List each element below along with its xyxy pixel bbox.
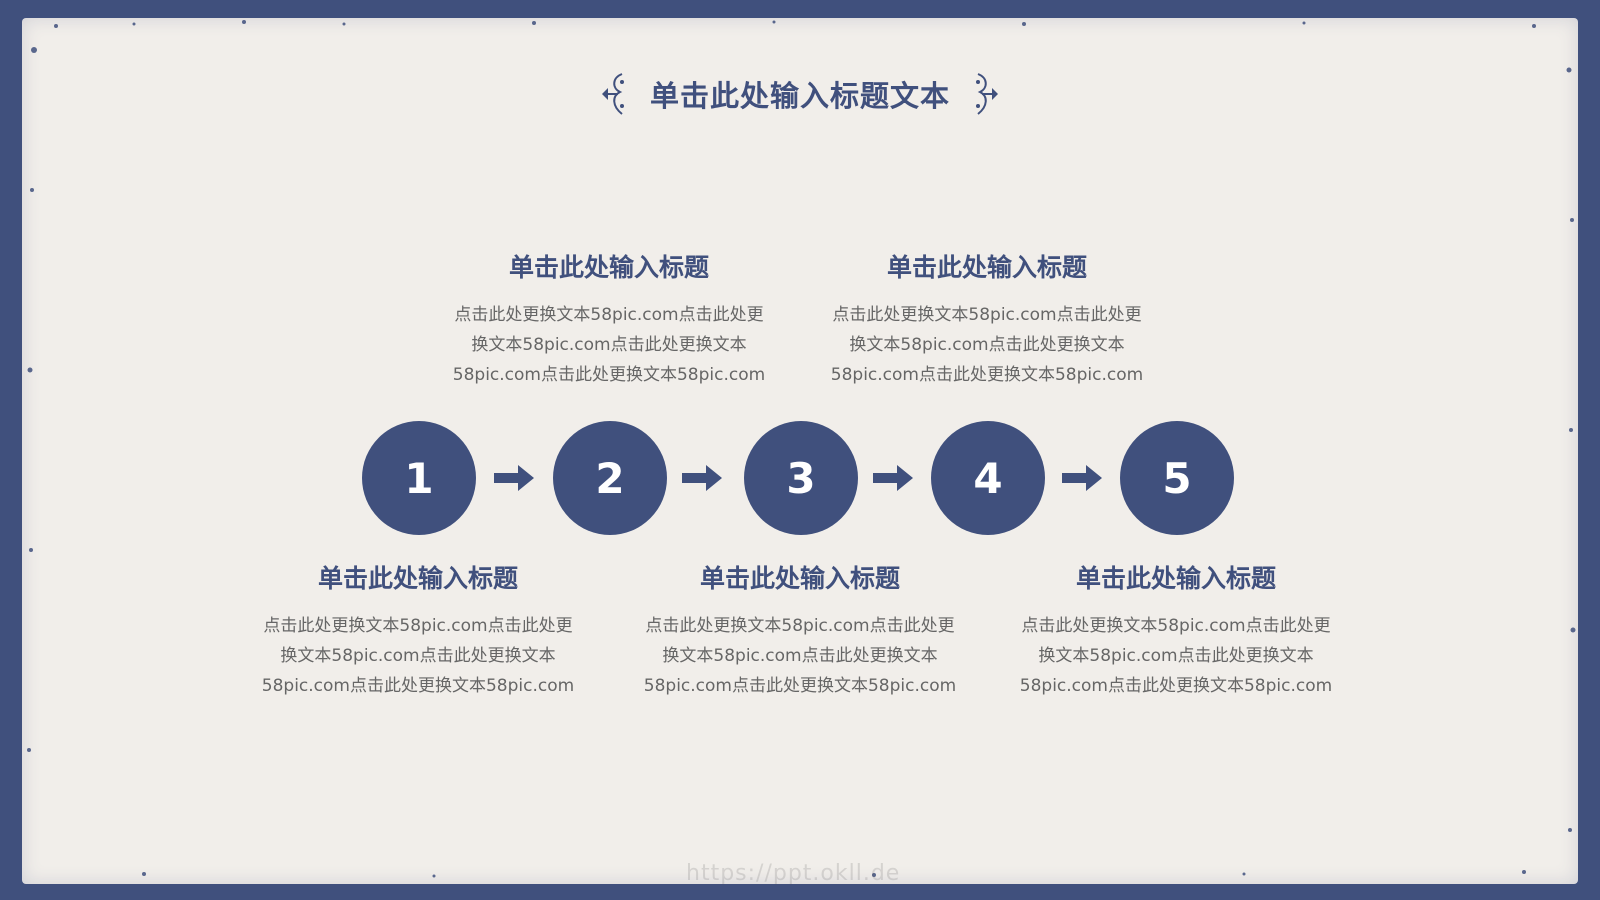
- step-circle-1: 1: [362, 421, 476, 535]
- step-circle-2: 2: [553, 421, 667, 535]
- block-line: 换文本58pic.com点击此处更换文本: [280, 646, 556, 666]
- text-block-step-5: 单击此处输入标题 点击此处更换文本58pic.com点击此处更 换文本58pic…: [1016, 561, 1336, 701]
- block-line: 换文本58pic.com点击此处更换文本: [471, 335, 747, 355]
- text-block-step-3: 单击此处输入标题 点击此处更换文本58pic.com点击此处更 换文本58pic…: [640, 561, 960, 701]
- step-circle-4: 4: [931, 421, 1045, 535]
- block-line: 点击此处更换文本58pic.com点击此处更: [832, 305, 1142, 325]
- block-body: 点击此处更换文本58pic.com点击此处更 换文本58pic.com点击此处更…: [827, 300, 1147, 390]
- block-line: 58pic.com点击此处更换文本58pic.com: [643, 676, 957, 696]
- block-line: 换文本58pic.com点击此处更换文本: [1038, 646, 1314, 666]
- text-block-step-4: 单击此处输入标题 点击此处更换文本58pic.com点击此处更 换文本58pic…: [827, 250, 1147, 390]
- block-title: 单击此处输入标题: [886, 253, 1087, 282]
- block-title: 单击此处输入标题: [1075, 564, 1276, 593]
- right-arrow-icon: [494, 465, 534, 491]
- page-title: 单击此处输入标题文本: [649, 79, 950, 113]
- block-line: 58pic.com点击此处更换文本58pic.com: [1019, 676, 1333, 696]
- text-block-step-1: 单击此处输入标题 点击此处更换文本58pic.com点击此处更 换文本58pic…: [258, 561, 578, 701]
- block-body: 点击此处更换文本58pic.com点击此处更 换文本58pic.com点击此处更…: [1016, 611, 1336, 701]
- scroll-ornament-icon: [601, 73, 624, 115]
- step-circle-5: 5: [1120, 421, 1234, 535]
- block-title: 单击此处输入标题: [317, 564, 518, 593]
- block-line: 点击此处更换文本58pic.com点击此处更: [645, 616, 955, 636]
- block-line: 点击此处更换文本58pic.com点击此处更: [263, 616, 573, 636]
- right-arrow-icon: [873, 465, 913, 491]
- watermark-text: https://ppt.okll.de: [686, 861, 901, 886]
- block-line: 点击此处更换文本58pic.com点击此处更: [1021, 616, 1331, 636]
- block-line: 点击此处更换文本58pic.com点击此处更: [454, 305, 764, 325]
- block-body: 点击此处更换文本58pic.com点击此处更 换文本58pic.com点击此处更…: [449, 300, 769, 390]
- text-block-step-2: 单击此处输入标题 点击此处更换文本58pic.com点击此处更 换文本58pic…: [449, 250, 769, 390]
- title-row: 单击此处输入标题文本: [0, 64, 1600, 124]
- block-title: 单击此处输入标题: [508, 253, 709, 282]
- block-line: 58pic.com点击此处更换文本58pic.com: [830, 365, 1144, 385]
- block-line: 换文本58pic.com点击此处更换文本: [849, 335, 1125, 355]
- block-line: 58pic.com点击此处更换文本58pic.com: [452, 365, 766, 385]
- block-body: 点击此处更换文本58pic.com点击此处更 换文本58pic.com点击此处更…: [258, 611, 578, 701]
- block-line: 58pic.com点击此处更换文本58pic.com: [261, 676, 575, 696]
- block-line: 换文本58pic.com点击此处更换文本: [662, 646, 938, 666]
- block-body: 点击此处更换文本58pic.com点击此处更 换文本58pic.com点击此处更…: [640, 611, 960, 701]
- block-title: 单击此处输入标题: [699, 564, 900, 593]
- right-arrow-icon: [682, 465, 722, 491]
- step-circle-3: 3: [744, 421, 858, 535]
- right-arrow-icon: [1062, 465, 1102, 491]
- scroll-ornament-icon: [976, 73, 998, 115]
